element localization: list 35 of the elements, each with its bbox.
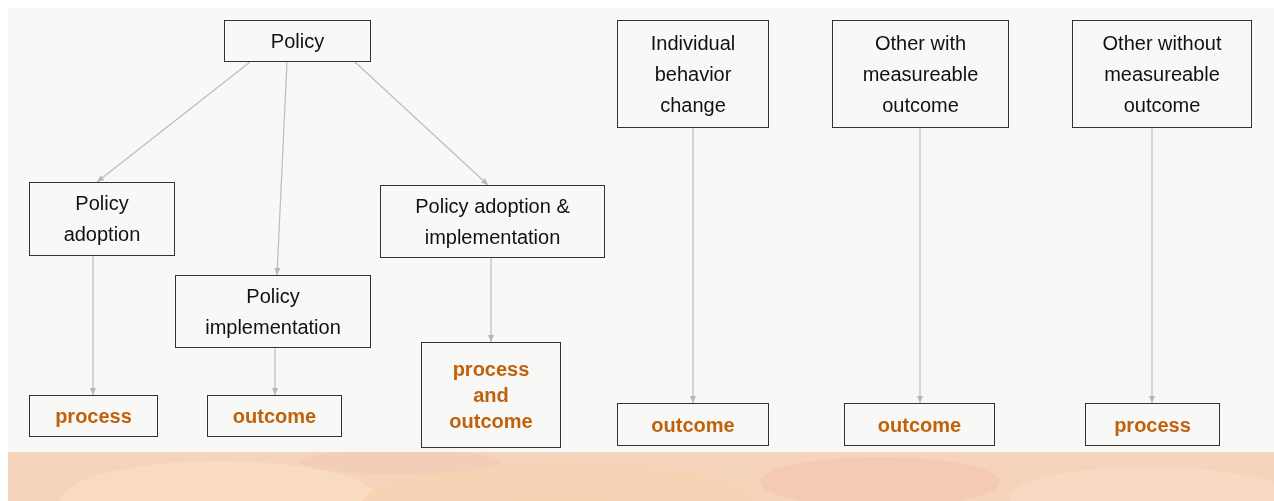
- category-box: [832, 20, 1009, 128]
- result-box: [29, 395, 158, 437]
- arrow: [274, 61, 288, 276]
- box-label: Other with measureable outcome: [861, 30, 980, 118]
- category-box: [175, 275, 371, 348]
- box-label: Policy implementation: [204, 283, 342, 340]
- result-label: process: [1114, 412, 1191, 438]
- result-label: outcome: [232, 404, 317, 429]
- result-label: outcome: [877, 412, 962, 438]
- result-label: outcome: [651, 412, 735, 438]
- result-box: [617, 403, 769, 446]
- category-box: [380, 185, 605, 258]
- category-box: [617, 20, 769, 128]
- result-box: [1085, 403, 1220, 446]
- result-box: [207, 395, 342, 437]
- box-label: Policy adoption & implementation: [414, 193, 571, 250]
- box-label: Policy: [270, 28, 325, 54]
- result-label: process and outcome: [448, 357, 534, 434]
- arrow: [1149, 127, 1155, 404]
- arrow: [917, 127, 923, 404]
- box-label: Policy adoption: [62, 191, 142, 247]
- category-box: [224, 20, 371, 62]
- arrow: [96, 61, 251, 183]
- box-label: Individual behavior change: [649, 30, 737, 118]
- result-box: [421, 342, 561, 448]
- result-box: [844, 403, 995, 446]
- category-box: [29, 182, 175, 256]
- category-box: [1072, 20, 1252, 128]
- box-label: Other without measureable outcome: [1101, 30, 1223, 118]
- arrow: [272, 347, 278, 396]
- arrow: [90, 255, 96, 396]
- arrow: [690, 127, 696, 404]
- arrow: [488, 257, 494, 343]
- arrow: [354, 61, 489, 186]
- result-label: process: [55, 404, 132, 429]
